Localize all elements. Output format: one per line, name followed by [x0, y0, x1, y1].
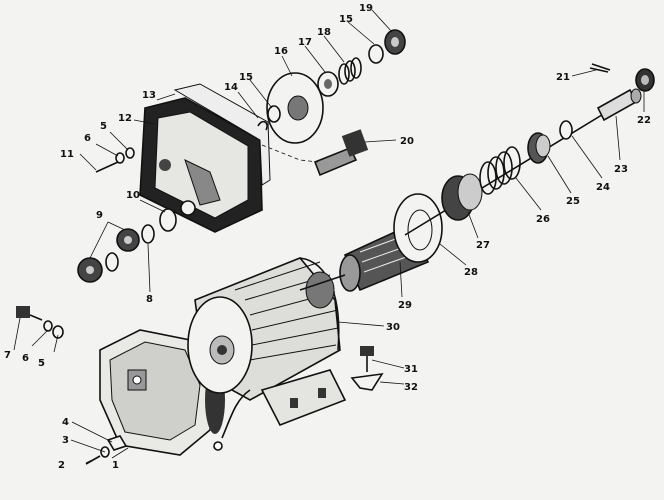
label-31: 31	[404, 364, 418, 375]
label-30: 30	[386, 322, 400, 333]
label-5-bottom: 5	[38, 358, 45, 369]
label-5-top: 5	[100, 121, 107, 132]
spring-18	[338, 57, 362, 85]
washer-15a	[267, 105, 281, 123]
label-6-top: 6	[84, 133, 91, 144]
terminal-stud-20	[313, 129, 369, 177]
end-plate	[139, 83, 271, 233]
label-3: 3	[62, 435, 69, 446]
screw-11	[95, 147, 135, 173]
washer-10	[159, 208, 177, 232]
label-4: 4	[62, 417, 69, 428]
washer-8a	[105, 252, 119, 272]
label-16: 16	[274, 46, 288, 57]
label-11: 11	[60, 149, 74, 160]
label-13: 13	[142, 90, 156, 101]
label-6-bottom: 6	[22, 353, 29, 364]
label-26: 26	[536, 214, 550, 225]
sleeve-23	[596, 88, 642, 122]
label-18: 18	[317, 27, 331, 38]
split-pin-21	[589, 63, 611, 73]
washer-15b	[368, 44, 384, 64]
motor-yoke	[187, 257, 347, 451]
bolt-31	[360, 346, 374, 372]
label-32: 32	[404, 382, 418, 393]
nut-9b	[116, 228, 140, 252]
label-17: 17	[298, 37, 312, 48]
label-21: 21	[556, 72, 570, 83]
nut-9a	[77, 257, 103, 283]
label-20: 20	[400, 136, 414, 147]
leader-lines	[13, 9, 645, 464]
label-27: 27	[476, 240, 490, 251]
label-25: 25	[566, 196, 580, 207]
label-1: 1	[112, 460, 119, 471]
label-14: 14	[224, 82, 238, 93]
nut-22	[635, 68, 655, 92]
label-15-right: 15	[339, 14, 353, 25]
collar-25	[527, 132, 551, 164]
label-19: 19	[359, 3, 373, 14]
spring-26	[479, 146, 521, 195]
nut-19	[384, 29, 406, 55]
label-22: 22	[637, 115, 651, 126]
clip-14	[257, 120, 268, 131]
label-23: 23	[614, 164, 628, 175]
bolt-7	[16, 306, 64, 339]
label-29: 29	[398, 300, 412, 311]
label-15-left: 15	[239, 72, 253, 83]
part-labels: 1 2 3 4 5 5 6 6 7 8 9 10 11 12 13 14 15 …	[4, 3, 651, 471]
label-24: 24	[596, 182, 610, 193]
label-28: 28	[464, 267, 478, 278]
label-10: 10	[126, 190, 140, 201]
pinion-27	[441, 173, 483, 221]
label-2: 2	[58, 460, 65, 471]
washer-8b	[141, 224, 155, 244]
label-8: 8	[146, 294, 153, 305]
shaft	[404, 109, 611, 236]
label-12: 12	[118, 113, 132, 124]
bracket-32	[350, 372, 384, 391]
label-9: 9	[96, 210, 103, 221]
screw-2	[85, 435, 128, 465]
label-7: 7	[4, 350, 11, 361]
ring-24	[559, 120, 573, 140]
